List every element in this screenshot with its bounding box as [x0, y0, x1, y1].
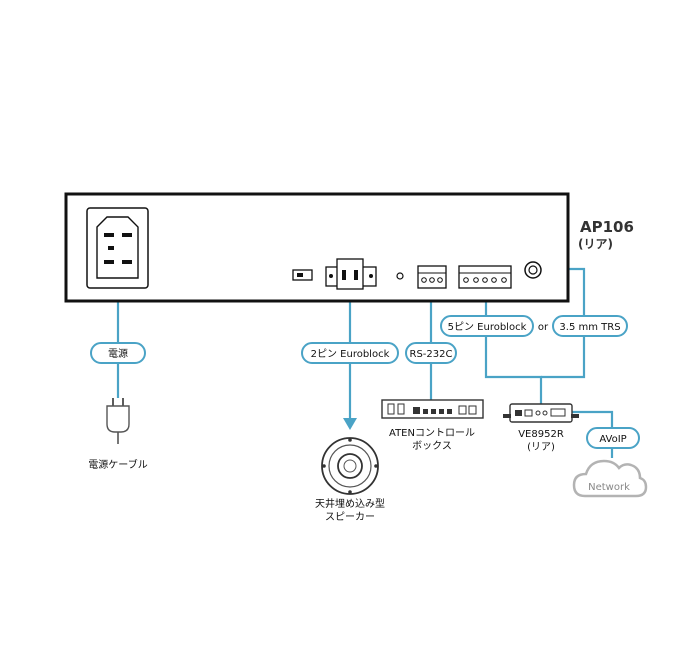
rs232-pill: RS-232C	[405, 342, 457, 364]
rs232-port	[417, 265, 447, 289]
rs232-pill-label: RS-232C	[410, 349, 453, 360]
two-pin-pill: 2ピン Euroblock	[301, 342, 399, 364]
network-label: Network	[588, 482, 630, 493]
two-pin-euroblock-port	[325, 258, 377, 290]
power-pill: 電源	[90, 342, 146, 364]
five-pin-euroblock-port	[458, 265, 512, 289]
trs-pill-label: 3.5 mm TRS	[559, 322, 620, 333]
speaker-label-line1: 天井埋め込み型	[315, 497, 385, 510]
reset-hole	[396, 272, 404, 280]
power-pill-label: 電源	[108, 347, 128, 360]
device-model: AP106	[580, 218, 634, 236]
or-label: or	[538, 322, 549, 333]
power-cable-label: 電源ケーブル	[88, 458, 147, 471]
ve-model-label: VE8952R	[518, 429, 564, 440]
ve-side-label: (リア)	[527, 442, 555, 453]
power-inlet	[86, 207, 149, 289]
ap106-rear-panel	[64, 192, 570, 303]
two-pin-pill-label: 2ピン Euroblock	[311, 348, 390, 360]
power-plug-icon	[106, 398, 130, 444]
ve8952r-device-icon	[503, 403, 579, 423]
network-cloud-icon	[572, 459, 648, 498]
five-pin-pill: 5ピン Euroblock	[440, 315, 534, 337]
device-side: (リア)	[578, 237, 613, 251]
speaker-label-line2: スピーカー	[325, 511, 375, 523]
dip-switch	[292, 269, 313, 281]
five-pin-pill-label: 5ピン Euroblock	[448, 321, 527, 333]
control-box-label-line2: ボックス	[412, 440, 452, 452]
avoip-pill: AVoIP	[586, 427, 640, 449]
ceiling-speaker-icon	[321, 437, 379, 495]
avoip-pill-label: AVoIP	[599, 434, 626, 445]
trs-jack-port	[524, 261, 542, 279]
speaker-arrow	[343, 418, 357, 430]
control-box-icon	[381, 399, 484, 419]
control-box-label-line1: ATENコントロール	[389, 428, 475, 439]
trs-pill: 3.5 mm TRS	[552, 315, 628, 337]
